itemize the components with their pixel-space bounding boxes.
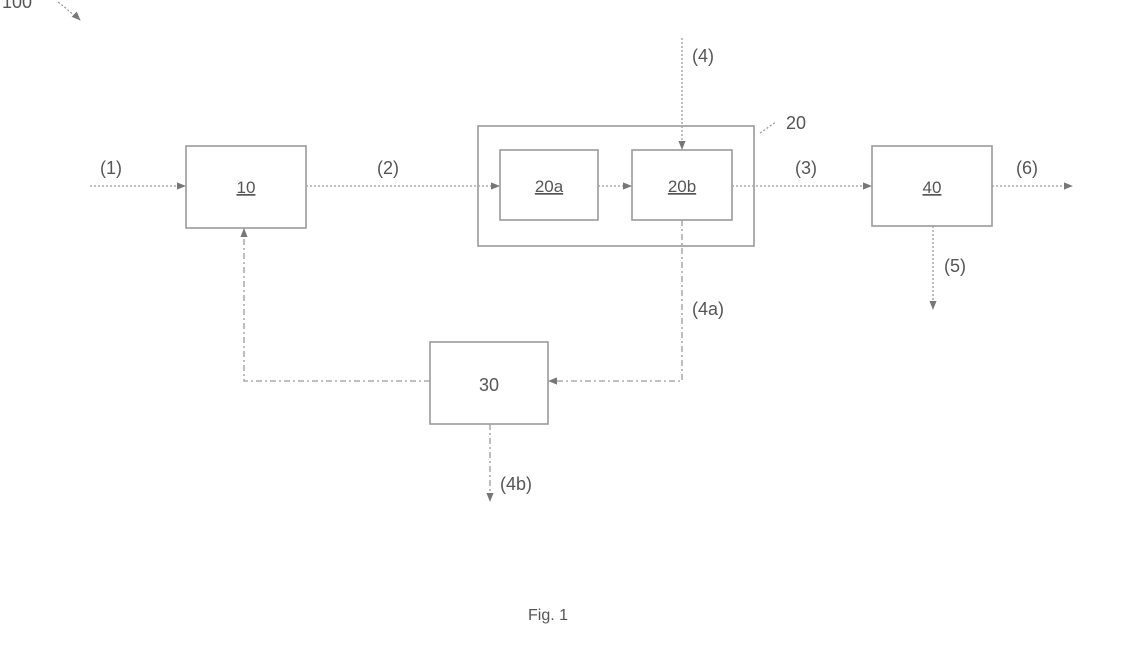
ref-leader-arrow xyxy=(58,2,80,20)
unit-10-label: 10 xyxy=(237,178,256,197)
stream-2-label: (2) xyxy=(377,158,399,178)
stream-5-label: (5) xyxy=(944,256,966,276)
stream-4-label: (4) xyxy=(692,46,714,66)
stream-4b-label: (4b) xyxy=(500,474,532,494)
recycle-30-to-10-line xyxy=(244,229,430,381)
stream-3-label: (3) xyxy=(795,158,817,178)
ref-number: 100 xyxy=(2,0,32,12)
unit-20-leader xyxy=(760,122,776,133)
unit-20b-label: 20b xyxy=(668,177,696,196)
stream-1-label: (1) xyxy=(100,158,122,178)
stream-4a-label: (4a) xyxy=(692,299,724,319)
unit-40-label: 40 xyxy=(923,178,942,197)
unit-30-label: 30 xyxy=(479,375,499,395)
stream-6-label: (6) xyxy=(1016,158,1038,178)
unit-20a-label: 20a xyxy=(535,177,564,196)
unit-20-label: 20 xyxy=(786,113,806,133)
figure-caption: Fig. 1 xyxy=(528,607,568,624)
